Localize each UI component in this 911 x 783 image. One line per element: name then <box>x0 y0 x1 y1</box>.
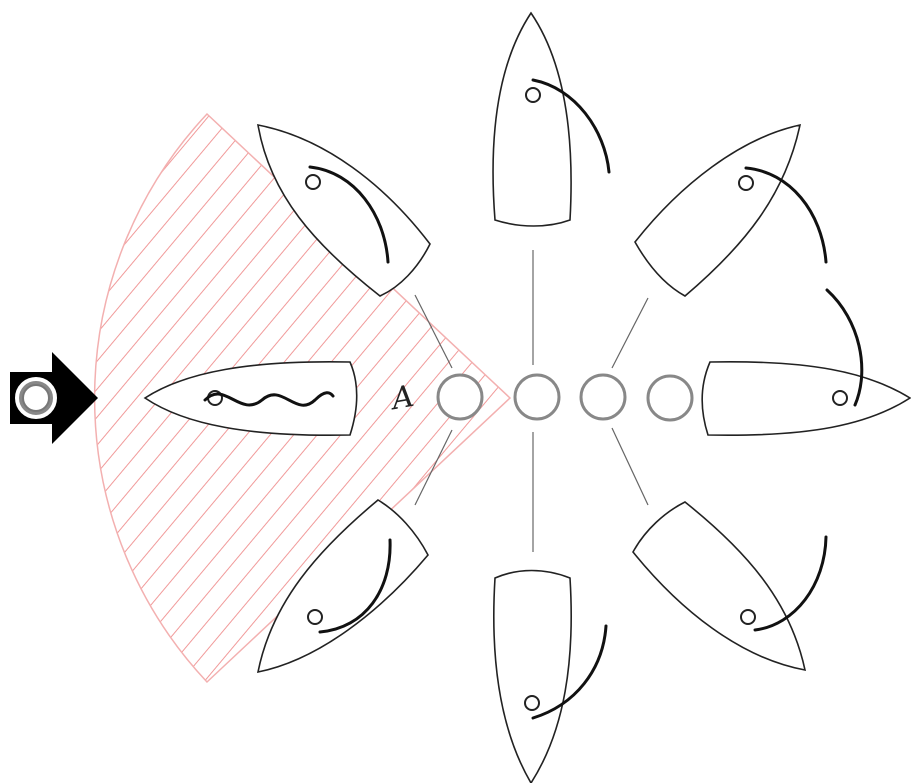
boat-west <box>143 360 358 437</box>
helm-circle <box>738 175 754 191</box>
helm-circle <box>307 609 323 625</box>
center-buoys <box>436 373 694 422</box>
boat-south-east <box>632 501 828 672</box>
helm-circle <box>832 390 848 406</box>
helm-circle <box>524 695 540 711</box>
buoy <box>436 373 484 421</box>
boat-south <box>493 569 608 783</box>
helm-circle <box>305 174 321 190</box>
spokes <box>414 250 649 552</box>
boat-north-west <box>257 123 431 297</box>
arrow-with-circle-icon <box>10 352 98 444</box>
boat-east <box>701 288 911 437</box>
boat-north-east <box>634 123 828 297</box>
buoy <box>513 373 561 421</box>
buoy <box>646 374 694 422</box>
boat-north <box>492 11 611 227</box>
boat-south-west <box>256 499 429 674</box>
buoy <box>579 373 627 421</box>
helm-circle <box>525 87 541 103</box>
helm-circle <box>740 609 756 625</box>
